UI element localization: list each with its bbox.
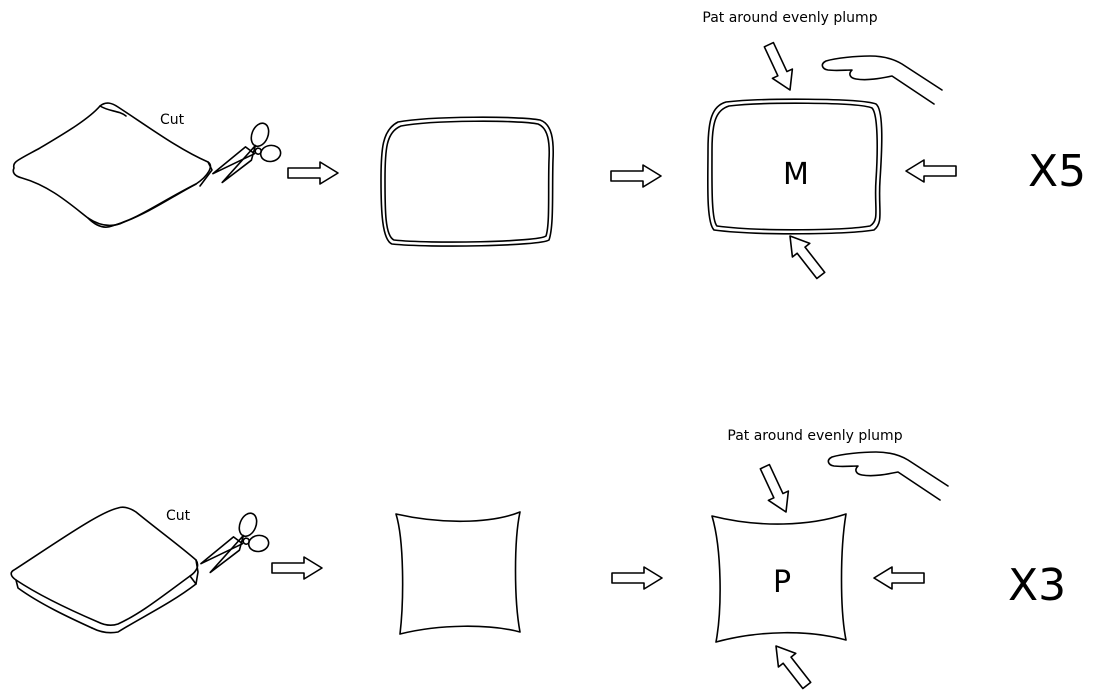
press-arrow-icon xyxy=(767,639,815,692)
pat-label: Pat around evenly plump xyxy=(727,428,902,444)
scissors-icon xyxy=(194,508,271,574)
multiplier: X5 xyxy=(1028,146,1086,197)
press-arrow-icon xyxy=(755,462,796,517)
arrow-right-icon xyxy=(612,567,662,589)
arrow-right-icon xyxy=(288,162,338,184)
cut-label: Cut xyxy=(160,112,185,128)
pat-label: Pat around evenly plump xyxy=(702,10,877,26)
press-arrow-icon xyxy=(874,567,924,589)
cut-label: Cut xyxy=(166,508,191,524)
press-arrow-icon xyxy=(781,229,829,282)
press-arrow-icon xyxy=(906,160,956,182)
arrow-right-icon xyxy=(272,557,322,579)
scissors-icon xyxy=(206,118,283,184)
cut-pillow xyxy=(381,117,553,246)
cut-pillow xyxy=(396,512,520,634)
hand-icon xyxy=(822,56,942,104)
press-arrow-icon xyxy=(759,40,800,95)
arrow-right-icon xyxy=(611,165,661,187)
pillow-letter: P xyxy=(773,565,791,600)
pillow-letter: M xyxy=(783,157,809,192)
row-2: Cut P Pat around evenly plump X3 xyxy=(11,428,1066,692)
sealed-pillow-flat xyxy=(11,507,198,633)
row-1: Cut M Pat around evenly plump X5 xyxy=(13,10,1086,282)
hand-icon xyxy=(828,452,948,500)
multiplier: X3 xyxy=(1008,560,1066,611)
